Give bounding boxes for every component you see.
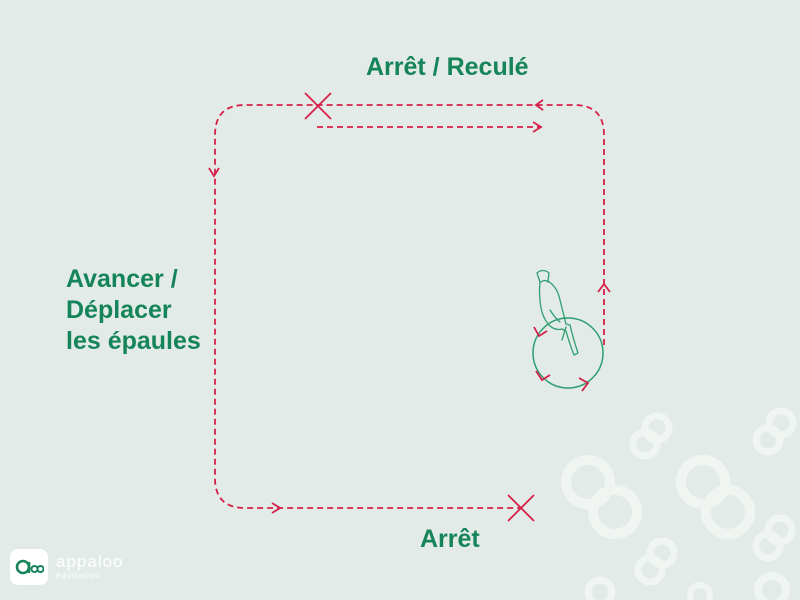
turn-circle <box>532 317 604 389</box>
logo-wordmark: appaloo équitation <box>56 553 124 581</box>
arrow-icon <box>535 370 551 382</box>
brand-logo: appaloo équitation <box>10 549 124 585</box>
label-line: Avancer / <box>66 265 178 293</box>
cross-icon <box>304 92 332 120</box>
logo-mark <box>15 559 44 575</box>
horse-icon <box>536 269 579 356</box>
arrow-up-icon <box>597 282 611 293</box>
label-line: les épaules <box>66 327 201 355</box>
track-path <box>214 104 605 509</box>
label-line: Déplacer <box>66 296 172 324</box>
label-stop-reinback: Arrêt / Reculé <box>366 53 529 81</box>
appaloo-logo-icon <box>10 549 48 585</box>
circle-arrows <box>533 326 590 392</box>
direction-arrows <box>208 99 611 514</box>
arrow-right-icon <box>271 502 282 514</box>
logo-tagline: équitation <box>56 571 101 580</box>
label-forward-shoulders: Avancer / Déplacer les épaules <box>66 264 201 357</box>
arrow-icon <box>578 377 590 392</box>
arrow-down-icon <box>208 167 220 178</box>
logo-brand: appaloo <box>56 552 124 571</box>
arrow-left-icon <box>534 99 544 111</box>
arrow-icon <box>533 326 548 338</box>
cross-icon <box>507 494 535 522</box>
label-stop: Arrêt <box>420 525 480 553</box>
arrow-right-icon <box>532 121 543 133</box>
decorative-rings <box>561 407 797 600</box>
